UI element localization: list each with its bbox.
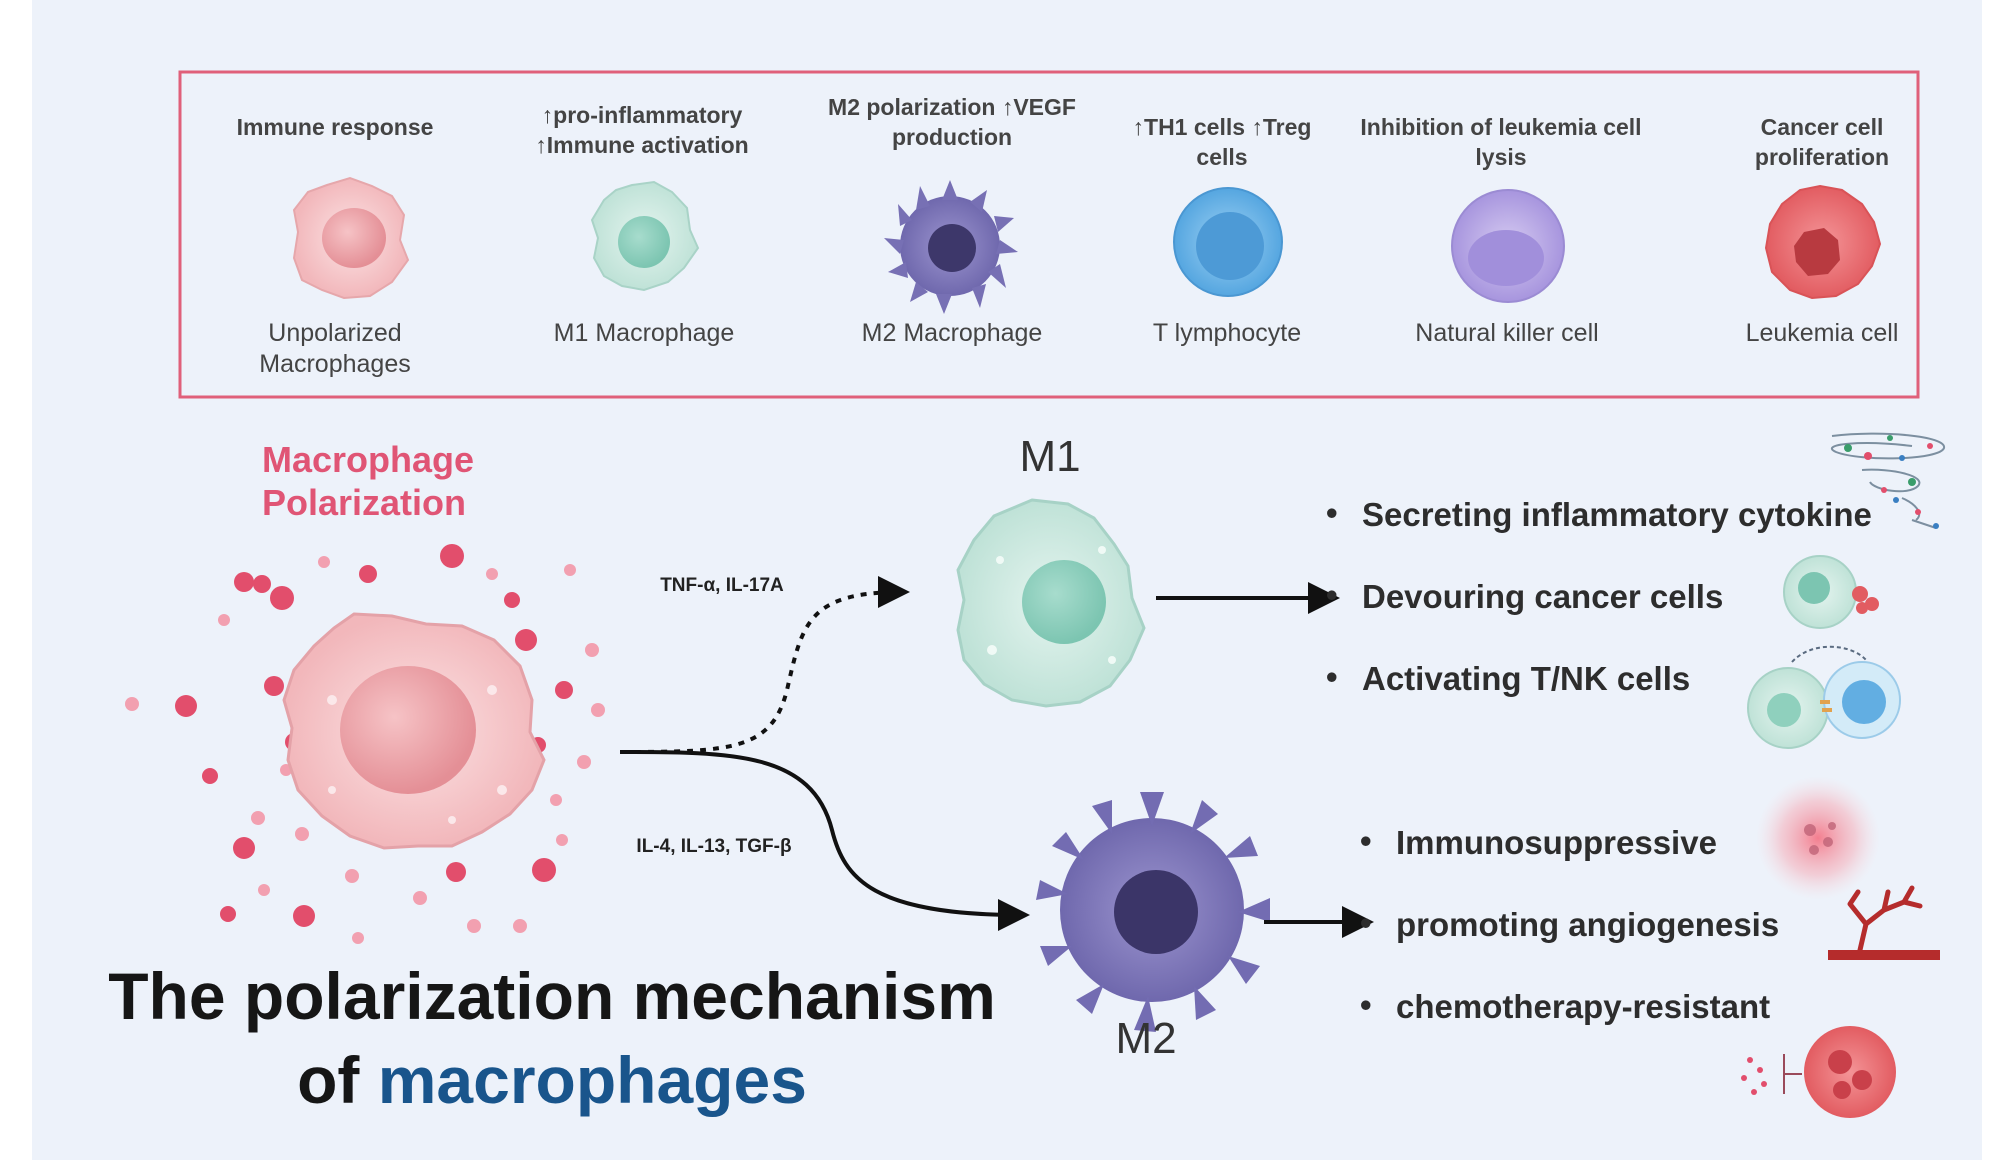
diagram-graphics [125, 70, 1945, 1118]
angiogenesis-vessel-icon [1828, 885, 1940, 960]
immune-activation-icon [1747, 645, 1901, 749]
legend-caption-m2: M2 Macrophage [861, 319, 1043, 347]
m1-effect-item: Devouring cancer cells [1326, 576, 1723, 616]
diagram-canvas: Immune response ↑pro-inflammatory ↑Immun… [32, 0, 1982, 1160]
legend-box [178, 70, 1920, 399]
legend-unpolarized-macrophage-icon [292, 176, 410, 300]
m2-cytokines-label: IL-4, IL-13, TGF-β [636, 836, 792, 857]
chemoresistance-icon [1741, 1026, 1896, 1118]
m1-effect-item: Activating T/NK cells [1326, 658, 1690, 698]
m1-effect-item: Secreting inflammatory cytokine [1326, 494, 1872, 534]
polarization-label: Macrophage Polarization [262, 439, 475, 523]
cytokine-swirl-icon [1830, 432, 1945, 529]
legend-header-m1: ↑pro-inflammatory ↑Immune activation [535, 102, 749, 158]
m2-pathway-arrow [619, 750, 1030, 931]
legend-caption-t-lymphocyte: T lymphocyte [1152, 319, 1302, 347]
legend-caption-m1: M1 Macrophage [553, 319, 735, 347]
phagocytosis-icon [1783, 555, 1879, 629]
legend-leukemia-cell-icon [1764, 184, 1882, 300]
m2-label: M2 [1115, 1014, 1177, 1063]
legend-caption-unpolarized: Unpolarized Macrophages [259, 319, 411, 378]
m2-effect-item: promoting angiogenesis [1360, 904, 1779, 944]
m1-label: M1 [1019, 432, 1081, 481]
unpolarized-macrophage-cell [282, 612, 546, 850]
legend-m2-macrophage-icon [884, 180, 1018, 314]
m2-effect-item: Immunosuppressive [1360, 822, 1717, 862]
legend-caption-nk-cell: Natural killer cell [1415, 319, 1599, 347]
title-line-2-prefix: of [297, 1043, 360, 1117]
diagram-title: The polarization mechanism of macrophage… [52, 954, 1052, 1122]
m2-macrophage-cell [1036, 792, 1270, 1032]
title-line-1: The polarization mechanism [108, 959, 996, 1033]
legend-caption-leukemia: Leukemia cell [1745, 319, 1899, 347]
legend-header-leukemia: Cancer cell proliferation [1754, 114, 1890, 170]
legend-header-unpolarized: Immune response [236, 114, 434, 140]
m2-effect-item: chemotherapy-resistant [1360, 986, 1770, 1026]
immunosuppression-glow-icon [1756, 776, 1880, 900]
m1-pathway-arrow [621, 576, 910, 754]
title-line-2: of macrophages [52, 1038, 1052, 1122]
legend-header-m2: M2 polarization ↑VEGF production [828, 94, 1076, 150]
m1-cytokines-label: TNF-α, IL-17A [660, 575, 784, 596]
legend-header-nk-cell: Inhibition of leukemia cell lysis [1360, 114, 1642, 170]
title-highlight: macrophages [377, 1043, 807, 1117]
m1-macrophage-cell [956, 498, 1146, 708]
legend-m1-macrophage-icon [590, 180, 700, 292]
legend-header-t-lymphocyte: ↑TH1 cells ↑Treg cells [1132, 114, 1312, 170]
legend-natural-killer-cell-icon [1451, 189, 1565, 303]
legend-t-lymphocyte-icon [1173, 187, 1283, 297]
